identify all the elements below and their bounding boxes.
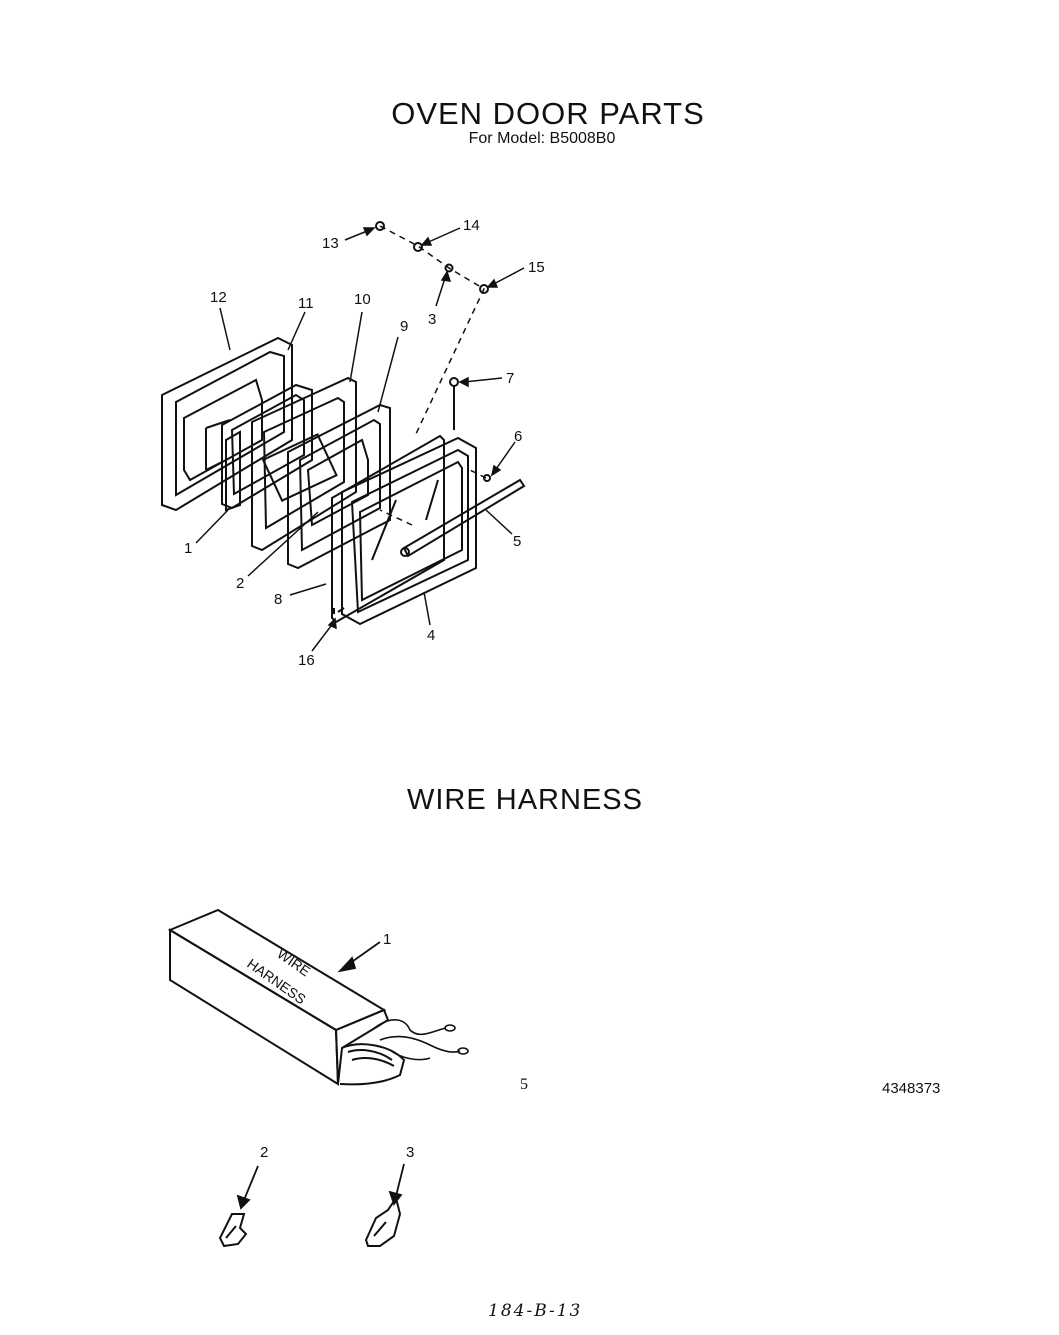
callout-10: 10 — [354, 291, 371, 308]
wire-harness-diagram: WIRE HARNESS 1 2 3 — [167, 908, 469, 1248]
callout-9: 9 — [400, 318, 408, 335]
page-number: 5 — [520, 1076, 528, 1093]
callout-2: 2 — [236, 575, 244, 592]
callout-13: 13 — [322, 235, 339, 252]
part-7-screw — [449, 377, 459, 430]
harness-callout-1: 1 — [383, 931, 391, 948]
callout-8: 8 — [274, 591, 282, 608]
wire-harness-title: WIRE HARNESS — [407, 784, 643, 816]
terminal-2 — [218, 1213, 248, 1248]
part-8-glass — [331, 434, 445, 624]
callout-11: 11 — [298, 295, 314, 312]
harness-callout-2: 2 — [260, 1144, 268, 1161]
callout-1: 1 — [184, 540, 192, 557]
part-12-back-panel — [161, 336, 293, 512]
callout-7: 7 — [506, 370, 514, 387]
terminal-3 — [364, 1195, 402, 1247]
part-1-bracket — [225, 430, 241, 512]
callout-6: 6 — [514, 428, 522, 445]
part-5-handle — [400, 478, 526, 558]
callout-3: 3 — [428, 311, 436, 328]
document-number: 4348373 — [882, 1080, 941, 1097]
oven-door-diagram: 13 14 3 15 12 11 10 9 7 6 5 1 2 8 4 16 — [161, 217, 545, 669]
callout-5: 5 — [513, 533, 521, 550]
model-subtitle: For Model: B5008B0 — [468, 130, 616, 147]
callout-15: 15 — [528, 259, 545, 276]
callout-4: 4 — [427, 627, 435, 644]
part-4-outer-door — [341, 436, 477, 626]
handwritten-code: 184-B-13 — [488, 1301, 583, 1321]
page-title: OVEN DOOR PARTS — [391, 96, 705, 131]
harness-box — [167, 908, 406, 1086]
callout-12: 12 — [210, 289, 227, 306]
part-11-insulation — [205, 383, 313, 510]
callout-16: 16 — [298, 652, 315, 669]
callout-14: 14 — [463, 217, 480, 234]
oven-door-callouts: 13 14 3 15 12 11 10 9 7 6 5 1 2 8 4 16 — [184, 217, 545, 669]
harness-callout-3: 3 — [406, 1144, 414, 1161]
harness-wires — [371, 1019, 469, 1061]
